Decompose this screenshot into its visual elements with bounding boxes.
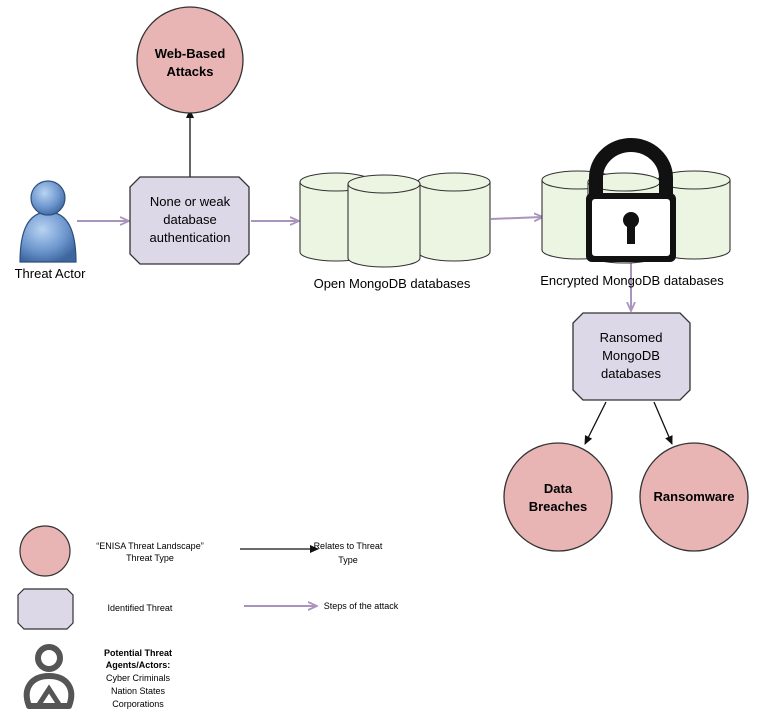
ransomed-label-2: MongoDB [602, 348, 660, 363]
threat-actor-node: Threat Actor [15, 180, 86, 281]
legend-agents-label-4: Nation States [111, 686, 166, 696]
ransomware-label: Ransomware [654, 489, 735, 504]
legend-agents-label-5: Corporations [112, 699, 164, 709]
person-outline-icon [23, 644, 75, 709]
weak-auth-label-1: None or weak [150, 194, 231, 209]
ransomed-label-3: databases [601, 366, 661, 381]
legend-identified-label: Identified Threat [108, 603, 173, 613]
relates-arrow-ransomed-ransomware [653, 401, 673, 445]
legend-agents-label-2: Agents/Actors: [106, 660, 171, 670]
legend: “ENISA Threat Landscape” Threat Type Rel… [17, 525, 399, 709]
database-icon [417, 172, 491, 262]
weak-auth-label-3: authentication [150, 230, 231, 245]
web-attacks-label-1: Web-Based [155, 46, 226, 61]
data-breaches-label-2: Breaches [529, 499, 588, 514]
encrypted-db-label: Encrypted MongoDB databases [540, 273, 724, 288]
open-db-node: Open MongoDB databases [299, 172, 491, 291]
threat-actor-label: Threat Actor [15, 266, 86, 281]
legend-threat-type-label-2: Threat Type [126, 553, 174, 563]
data-breaches-label-1: Data [544, 481, 573, 496]
legend-threat-type-label-1: “ENISA Threat Landscape” [96, 541, 203, 551]
person-icon [19, 180, 77, 263]
web-based-attacks-node: Web-Based Attacks [136, 6, 244, 114]
padlock-icon [586, 138, 676, 262]
legend-relates-label-1: Relates to Threat [314, 541, 383, 551]
legend-agents-label-3: Cyber Criminals [106, 673, 171, 683]
database-icon [347, 174, 421, 268]
legend-relates-label-2: Type [338, 555, 358, 565]
legend-identified-swatch [17, 588, 74, 630]
web-attacks-label-2: Attacks [167, 64, 214, 79]
legend-steps-label: Steps of the attack [324, 601, 399, 611]
data-breaches-node: Data Breaches [503, 442, 613, 552]
legend-threat-type-swatch [19, 525, 71, 577]
ransomware-node: Ransomware [639, 442, 749, 552]
ransomed-label-1: Ransomed [600, 330, 663, 345]
encrypted-db-node: Encrypted MongoDB databases [540, 138, 731, 288]
weak-auth-node: None or weak database authentication [129, 176, 250, 265]
step-arrow-open-encrypted [490, 217, 542, 219]
ransomed-db-node: Ransomed MongoDB databases [572, 312, 691, 401]
weak-auth-label-2: database [163, 212, 217, 227]
open-db-label: Open MongoDB databases [314, 276, 471, 291]
relates-arrow-ransomed-breaches [584, 401, 607, 445]
legend-agents-label-1: Potential Threat [104, 648, 172, 658]
